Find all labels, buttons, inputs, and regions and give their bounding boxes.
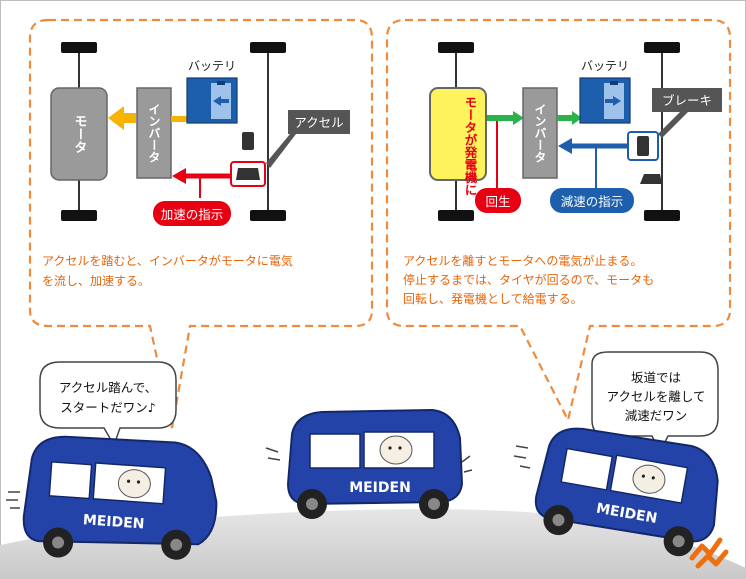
car-left-dog-eye-r	[136, 480, 141, 484]
car-right-hub-rear	[672, 535, 685, 548]
car-right-window-front	[560, 447, 614, 491]
right-caption-line-2: 停止するまでは、タイヤが回るので、モータも	[403, 272, 654, 287]
car-left-motion-lines	[6, 491, 20, 509]
car-middle-hub-front	[306, 498, 318, 510]
left-battery-link	[171, 116, 187, 122]
right-regen-tag: 回生	[485, 194, 510, 209]
car-left-logo: MEIDEN	[82, 512, 145, 532]
right-signal-arrowhead	[558, 138, 572, 154]
right-inverter-box	[522, 87, 558, 179]
left-bubble-line-2: スタートだワン♪	[60, 400, 155, 415]
right-rear-wheel-bottom	[644, 210, 680, 221]
left-bubble-line-1: アクセル踏んで、	[59, 380, 157, 395]
left-panel: モータ インバータ バッテリ アクセル 加速の指示 アクセルを踏むと、インバータ…	[28, 18, 374, 429]
left-motor-label: モータ	[72, 115, 88, 154]
left-dog-bubble: アクセル踏んで、 スタートだワン♪	[39, 361, 177, 447]
right-bubble-line-1: 坂道では	[631, 370, 681, 385]
car-right-dog-eye-l	[641, 474, 646, 478]
right-battery-label: バッテリ	[581, 59, 629, 73]
left-battery-label: バッテリ	[188, 59, 236, 73]
left-battery-arrow	[213, 96, 229, 106]
right-decel-signal-tag-box	[550, 188, 634, 213]
right-front-wheel-bottom	[438, 210, 474, 221]
right-caption-line-3: 回転し、発電機として給電する。	[403, 291, 583, 306]
left-accel-pedal	[236, 168, 260, 180]
left-signal-arrowhead	[172, 168, 186, 184]
car-right-motion-lines	[513, 445, 531, 469]
car-middle-dog-eye-r	[398, 446, 402, 450]
right-decel-signal: 減速の指示	[561, 194, 624, 209]
car-left: MEIDEN	[22, 435, 218, 560]
car-middle-dog	[379, 435, 413, 465]
left-caption-line-2: を流し、加速する。	[42, 274, 150, 288]
car-middle: MEIDEN	[286, 408, 464, 519]
left-power-arrow	[108, 106, 136, 130]
right-regen-arrow-line	[487, 115, 515, 121]
right-brake-tag-pointer	[658, 112, 688, 138]
right-battery-arrow	[605, 96, 621, 106]
right-bubble-line-2: アクセルを離して	[606, 389, 705, 404]
right-generator-label: モータが発電機に	[463, 96, 478, 196]
right-regen-tag-box	[475, 188, 521, 213]
left-front-wheel-top	[61, 42, 97, 53]
right-dog-bubble: 坂道では アクセルを離して 減速だワン	[591, 351, 719, 454]
right-brake-tag: ブレーキ	[662, 93, 712, 108]
left-motor-box	[50, 87, 108, 181]
meiden-corner-logo	[689, 537, 729, 569]
car-middle-motion-lines	[265, 447, 473, 473]
left-brake-pedal	[242, 132, 254, 150]
car-left-window-front	[48, 461, 93, 500]
left-rear-wheel-top	[250, 42, 286, 53]
left-accel-signal-tag-box	[153, 201, 231, 226]
right-accel-pedal	[640, 174, 662, 184]
car-left-dog	[117, 469, 151, 499]
car-right-dog-eye-r	[651, 476, 655, 480]
car-right-dog	[632, 464, 666, 494]
left-caption-line-1: アクセルを踏むと、インバータがモータに電気	[42, 253, 293, 268]
right-panel: モータが発電機に インバータ バッテリ ブレーキ 回生	[385, 18, 732, 424]
car-left-hub-front	[52, 536, 65, 549]
left-battery-terminal	[217, 81, 225, 85]
car-middle-window-front	[309, 433, 361, 469]
car-left-hub-rear	[170, 538, 183, 551]
left-bubble-shape	[39, 361, 177, 447]
right-front-wheel-top	[438, 42, 474, 53]
right-rear-wheel-top	[644, 42, 680, 53]
car-right: MEIDEN	[534, 427, 719, 557]
right-generator-box	[429, 87, 487, 181]
left-accel-signal: 加速の指示	[161, 207, 224, 222]
car-left-dog-eye-l	[126, 479, 131, 483]
right-inverter-label: インバータ	[533, 103, 547, 163]
right-charge-arrowhead	[572, 111, 582, 125]
left-accel-tag-pointer	[266, 134, 296, 168]
right-charge-arrow-line	[557, 115, 573, 121]
right-regen-arrowhead	[513, 111, 524, 125]
left-accel-tag-box	[288, 110, 350, 134]
right-brake-tag-box	[652, 88, 722, 112]
left-inverter-box	[136, 87, 172, 179]
right-battery-terminal	[610, 81, 618, 85]
right-bubble-line-3: 減速だワン	[625, 408, 688, 423]
left-rear-wheel-bottom	[250, 210, 286, 221]
car-middle-hub-rear	[428, 498, 440, 510]
car-middle-logo: MEIDEN	[349, 480, 411, 496]
left-front-wheel-bottom	[61, 210, 97, 221]
right-caption-line-1: アクセルを離すとモータへの電気が止まる。	[403, 253, 642, 268]
left-accel-tag: アクセル	[294, 115, 343, 130]
car-middle-dog-eye-l	[388, 446, 392, 450]
left-inverter-label: インバータ	[147, 103, 161, 163]
car-right-hub-front	[552, 514, 565, 527]
right-brake-pedal	[637, 136, 649, 156]
